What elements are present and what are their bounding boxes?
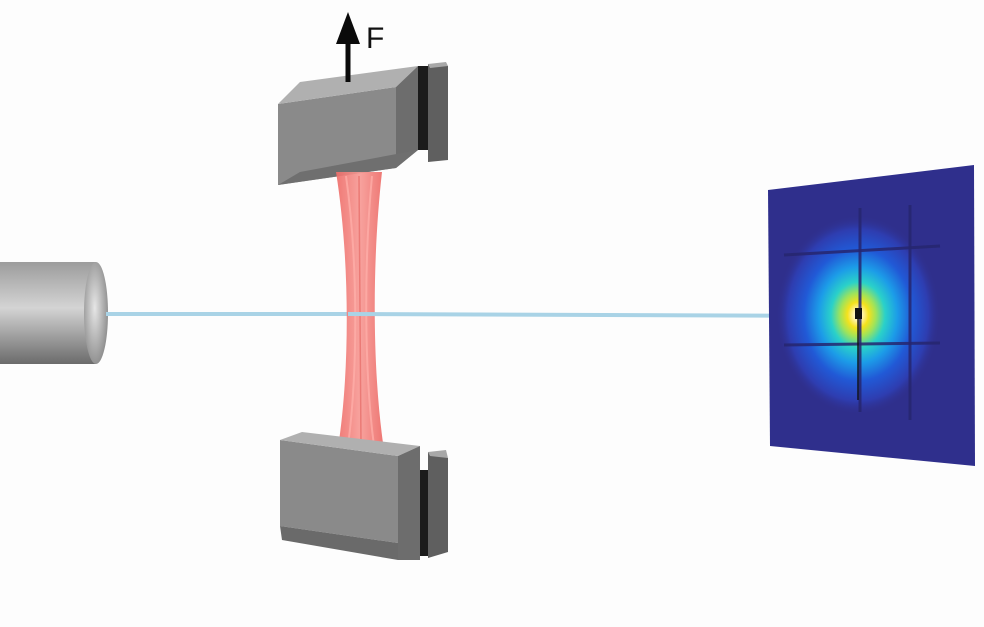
upper-clamp [278, 62, 448, 185]
xray-source [0, 262, 108, 364]
upper-clamp-slot [418, 66, 428, 150]
beamstop [855, 308, 862, 319]
force-label: F [366, 22, 384, 55]
detector [768, 165, 975, 466]
lower-clamp [280, 432, 448, 560]
sample-fiber [336, 172, 384, 450]
force-arrow [336, 12, 360, 82]
lower-clamp-slot [420, 470, 428, 556]
